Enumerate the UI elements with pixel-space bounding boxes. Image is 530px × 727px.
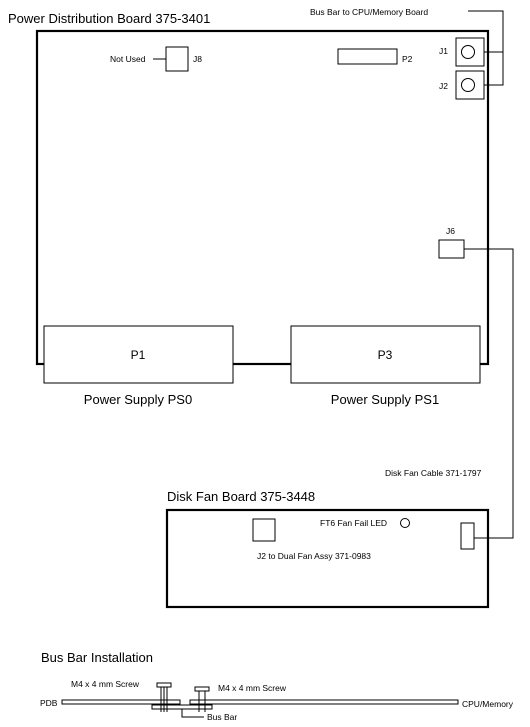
ps0-label: Power Supply PS0 bbox=[84, 392, 192, 407]
screw-left-icon bbox=[156, 682, 172, 712]
screw-right-icon bbox=[194, 686, 210, 712]
p3-label: P3 bbox=[378, 348, 393, 362]
led-icon bbox=[400, 518, 410, 528]
screw-left-label: M4 x 4 mm Screw bbox=[71, 679, 140, 689]
j6-connector bbox=[438, 239, 465, 259]
screw-right-label: M4 x 4 mm Screw bbox=[218, 683, 287, 693]
power-supply-ps0-box bbox=[43, 325, 234, 384]
fan-board-outline bbox=[165, 508, 490, 609]
fan-cable-connector bbox=[460, 522, 475, 550]
p1-label: P1 bbox=[131, 348, 146, 362]
bus-bar-part-leader bbox=[181, 709, 204, 718]
pdb-plate bbox=[61, 699, 181, 705]
pdb-title: Power Distribution Board 375-3401 bbox=[8, 11, 210, 26]
ps1-label: Power Supply PS1 bbox=[331, 392, 439, 407]
bus-bar-leader bbox=[468, 10, 504, 86]
j1-terminal-icon bbox=[461, 45, 475, 59]
j6-label: J6 bbox=[446, 226, 455, 236]
j2-label: J2 bbox=[439, 81, 448, 91]
bus-bar-install-title: Bus Bar Installation bbox=[41, 650, 153, 665]
p2-label: P2 bbox=[402, 54, 413, 64]
j2-connector bbox=[455, 70, 485, 100]
not-used-label: Not Used bbox=[110, 54, 146, 64]
disk-fan-cable-line bbox=[464, 248, 514, 539]
fan-j2-connector bbox=[252, 518, 276, 542]
p2-connector bbox=[337, 48, 398, 65]
power-supply-ps1-box bbox=[290, 325, 481, 384]
pdb-side-label: PDB bbox=[40, 698, 58, 708]
j8-label: J8 bbox=[193, 54, 202, 64]
pdb-board-outline bbox=[35, 29, 490, 366]
j8-connector bbox=[165, 46, 189, 72]
cpu-memory-plate bbox=[189, 699, 459, 705]
fan-j2-label: J2 to Dual Fan Assy 371-0983 bbox=[257, 551, 371, 561]
j1-connector bbox=[455, 37, 485, 67]
fan-board-title: Disk Fan Board 375-3448 bbox=[167, 489, 315, 504]
j2-terminal-icon bbox=[461, 78, 475, 92]
ft6-label: FT6 Fan Fail LED bbox=[320, 518, 387, 528]
bus-bar-part-label: Bus Bar bbox=[207, 712, 237, 722]
disk-fan-cable-label: Disk Fan Cable 371-1797 bbox=[385, 468, 482, 478]
cpu-side-label: CPU/Memory bbox=[462, 699, 514, 709]
j1-label: J1 bbox=[439, 46, 448, 56]
bus-bar-label: Bus Bar to CPU/Memory Board bbox=[310, 7, 428, 17]
